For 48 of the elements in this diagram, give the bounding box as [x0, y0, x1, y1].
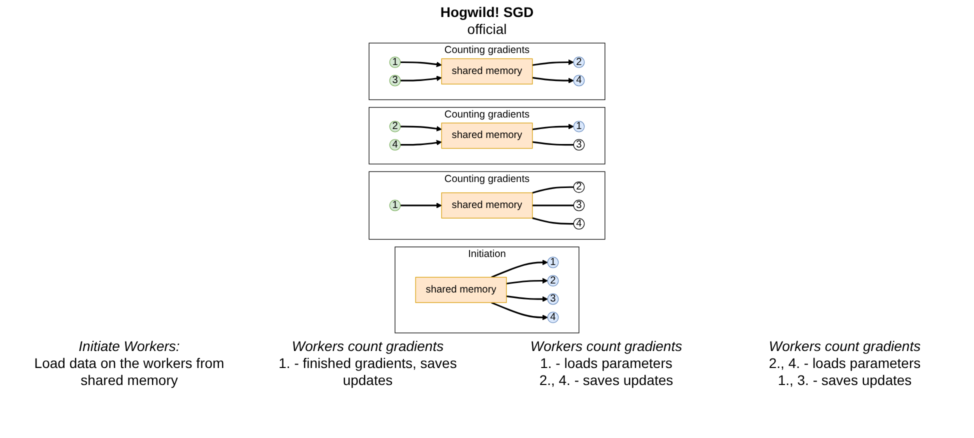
arrow	[506, 295, 548, 302]
node-circle: 1	[389, 56, 401, 68]
node-circle: 1	[547, 256, 559, 268]
node-circle: 2	[389, 120, 401, 132]
arrow	[532, 76, 574, 84]
node-circle: 4	[389, 139, 401, 151]
node-circle: 3	[547, 293, 559, 305]
node-box: shared memory	[441, 192, 533, 218]
node-circle: 1	[389, 200, 401, 212]
arrow	[400, 126, 442, 132]
node-box: shared memory	[441, 122, 533, 149]
arrow	[506, 278, 548, 284]
caption-text: 1. - finished gradients, saves updates	[278, 355, 458, 389]
caption-text: Load data on the workers from shared memory	[33, 355, 226, 389]
arrow	[400, 202, 442, 208]
arrow	[532, 59, 574, 66]
diagram-title: Hogwild! SGD	[440, 4, 534, 20]
arrow	[532, 124, 574, 130]
arrow	[400, 61, 442, 68]
arrow	[400, 140, 442, 146]
connector	[532, 186, 574, 194]
caption-heading: Workers count gradients	[290, 338, 445, 355]
caption-text: 2., 4. - loads parameters	[768, 355, 922, 372]
node-circle: 1	[573, 120, 585, 132]
node-circle: 2	[547, 275, 559, 286]
caption-heading: Workers count gradients	[768, 338, 922, 355]
subtitle: official	[467, 21, 507, 37]
node-circle: 3	[573, 200, 585, 212]
caption-text: 2., 4. - saves updates	[538, 372, 674, 389]
caption-text: 1. - loads parameters	[539, 355, 674, 372]
node-circle: 3	[389, 74, 401, 86]
node-box: shared memory	[441, 58, 533, 84]
arrow	[491, 260, 548, 278]
caption-heading: Initiate Workers:	[78, 338, 181, 355]
node-circle: 2	[573, 56, 585, 68]
node-circle: 3	[573, 139, 585, 151]
arrow	[400, 76, 442, 82]
connector	[532, 217, 574, 225]
connector	[532, 141, 574, 146]
caption-heading: Workers count gradients	[529, 338, 684, 355]
node-circle: 4	[547, 312, 559, 324]
node-circle: 2	[573, 181, 585, 193]
connector	[532, 204, 574, 206]
node-circle: 4	[573, 218, 585, 230]
caption-text: 1., 3. - saves updates	[776, 372, 913, 389]
arrow	[491, 302, 548, 320]
node-box: shared memory	[415, 276, 507, 303]
node-circle: 4	[573, 74, 585, 86]
